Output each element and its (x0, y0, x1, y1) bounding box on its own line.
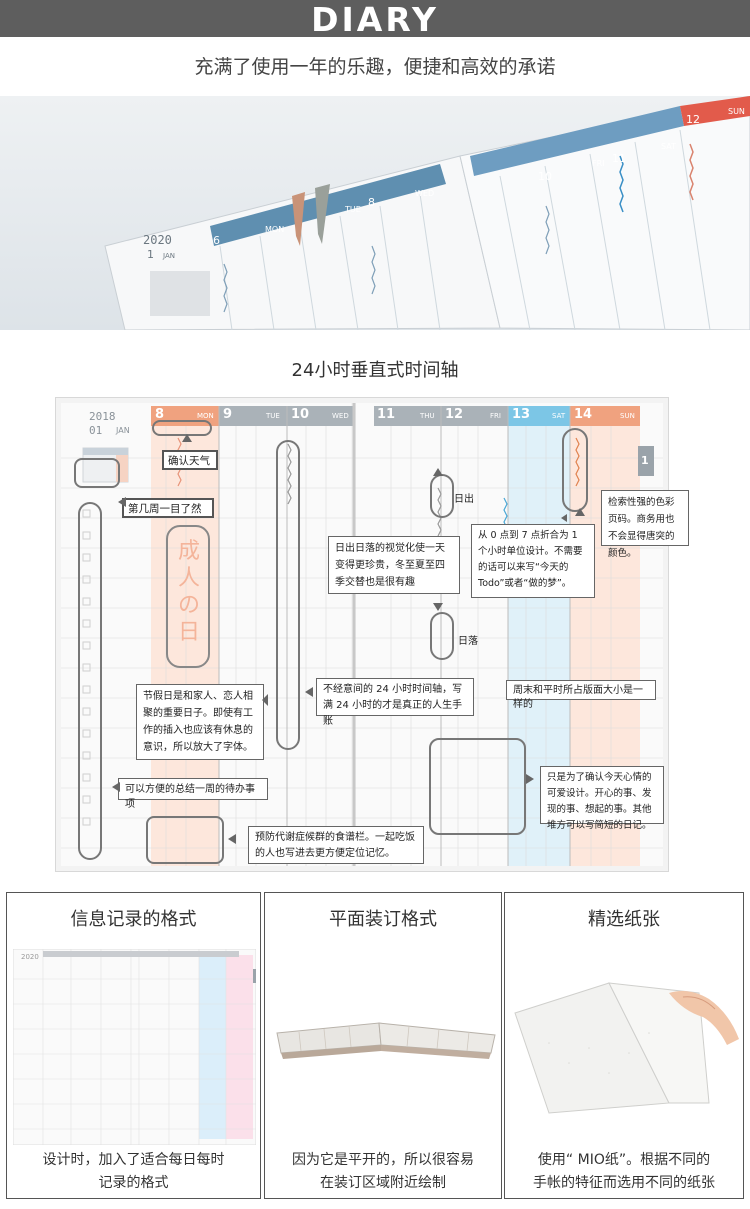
hero-day-6: 6 (213, 234, 220, 247)
spread-month: 01 (89, 424, 103, 437)
hero-day-mon: MON (265, 225, 284, 234)
day-10-name: WED (332, 412, 349, 420)
hero-day-12: 12 (686, 113, 700, 126)
panel-paper-title: 精选纸张 (588, 909, 660, 930)
hero-day-fri: FRI (592, 159, 605, 168)
holiday-text: 成人の日 (177, 539, 200, 645)
callout-weekend: 周末和平时所占版面大小是一样的 (506, 680, 656, 710)
callout-timeline: 不经意间的 24 小时时间轴，写满 24 小时的才是真正的人生手账 (316, 678, 474, 727)
panel-binding: 平面装订格式 因为它是平开的，所以很容易 在装订区域附近绘制 (264, 892, 502, 1199)
panel-format-caption: 设计时，加入了适合每日每时 记录的格式 (7, 1149, 260, 1195)
callout-weather: 确认天气 (162, 450, 218, 470)
day-10-num: 10 (291, 407, 310, 422)
panel-binding-caption: 因为它是平开的，所以很容易 在装订区域附近绘制 (265, 1149, 501, 1195)
day-8-name: MON (197, 412, 214, 420)
day-13-name: SAT (552, 412, 566, 420)
day-13-num: 13 (512, 407, 531, 422)
timeline-pill (276, 440, 300, 750)
panel-paper-caption-line1: 使用“ MIO纸”。根据不同的 (537, 1152, 711, 1168)
panel-paper: 精选纸张 使用“ MIO纸”。根据不同的 手帐的特征而选用不同的纸张 (504, 892, 744, 1199)
hero-day-8: 8 (368, 196, 375, 209)
hero-month-name: JAN (162, 252, 175, 260)
panel-format-title: 信息记录的格式 (70, 909, 197, 930)
day-12-num: 12 (445, 407, 464, 422)
callout-meal: 预防代谢症候群的食谱栏。一起吃饭的人也写进去更方便定位记忆。 (248, 826, 424, 864)
callout-todo: 可以方便的总结一周的待办事项 (118, 778, 268, 810)
panel-format-year: 2020 (21, 953, 39, 961)
day-14-num: 14 (574, 407, 593, 422)
day-9-name: TUE (266, 412, 280, 420)
hero-photo: 2020 1 JAN 6 MON TUE 8 WED 10 FRI 11 SAT… (0, 96, 750, 330)
hero-day-10: 10 (538, 170, 552, 183)
paper-photo (514, 982, 739, 1114)
diary-spread: 2018 01 JAN 1 8 MON 9 TUE 10 WED 11 THU … (55, 397, 689, 872)
panel-binding-caption-line1: 因为它是平开的，所以很容易 (292, 1152, 474, 1168)
callout-unit: 从 0 点到 7 点折合为 1 个小时单位设计。不需要的话可以来写“今天的 To… (471, 524, 595, 598)
day-9-num: 9 (223, 407, 233, 422)
page-title: DIARY (311, 0, 439, 39)
panel-paper-caption-line2: 手帐的特征而选用不同的纸张 (533, 1175, 715, 1191)
section-title-timeline: 24小时垂直式时间轴 (291, 360, 459, 381)
day-11-num: 11 (377, 407, 396, 422)
day-14-name: SUN (620, 412, 635, 420)
hero-day-tue: TUE (344, 205, 361, 214)
hero-year: 2020 (143, 233, 172, 247)
holiday-highlight (166, 525, 210, 668)
subtitle: 充满了使用一年的乐趣，便捷和高效的承诺 (194, 56, 556, 78)
weather-pill (152, 420, 212, 436)
hero-day-11: 11 (612, 152, 626, 165)
callout-week: 第几周一目了然 (122, 498, 214, 518)
callout-mood: 只是为了确认今天心情的可爱设计。开心的事、发现的事、想起的事。其他堆方可以写简短… (540, 766, 664, 831)
hero-day-sun: SUN (728, 107, 745, 116)
panel-format: 信息记录的格式 2020 设计时，加入了适合每日每时 记录的格式 (6, 892, 261, 1199)
flat-binding-photo (276, 1022, 496, 1059)
format-preview (13, 949, 256, 1145)
day-8-num: 8 (155, 407, 165, 422)
panel-paper-caption: 使用“ MIO纸”。根据不同的 手帐的特征而选用不同的纸张 (505, 1149, 743, 1195)
hero-day-wed: WED (415, 189, 434, 198)
panel-format-caption-line1: 设计时，加入了适合每日每时 (42, 1152, 225, 1168)
day-11-name: THU (420, 412, 435, 420)
tab-number: 1 (641, 454, 649, 467)
sunrise-pill (430, 474, 454, 518)
todo-pill (78, 502, 102, 860)
callout-season: 日出日落的视觉化使一天变得更珍贵，冬至夏至四季交替也是很有趣 (328, 536, 460, 594)
mood-pill (429, 738, 526, 835)
day-12-name: FRI (490, 412, 501, 420)
panel-format-caption-line2: 记录的格式 (98, 1175, 169, 1191)
panel-binding-caption-line2: 在装订区域附近绘制 (320, 1175, 446, 1191)
panel-binding-title: 平面装订格式 (329, 909, 437, 930)
calendar-pill (74, 458, 120, 488)
meal-pill (146, 816, 224, 864)
weekday-pill (562, 428, 588, 512)
hero-month: 1 (147, 248, 154, 261)
spread-month-name: JAN (116, 426, 130, 435)
label-sunset: 日落 (458, 636, 478, 647)
callout-colors: 检索性强的色彩页码。商务用也不会显得唐突的颜色。 (601, 490, 689, 559)
header-bar (0, 0, 750, 37)
callout-holiday: 节假日是和家人、恋人相聚的重要日子。即使有工作的插入也应该有休息的意识，所以放大… (136, 684, 264, 760)
spread-year: 2018 (89, 410, 116, 423)
hero-day-sat: SAT (661, 142, 676, 151)
sunset-pill (430, 612, 454, 660)
label-sunrise: 日出 (454, 494, 474, 505)
